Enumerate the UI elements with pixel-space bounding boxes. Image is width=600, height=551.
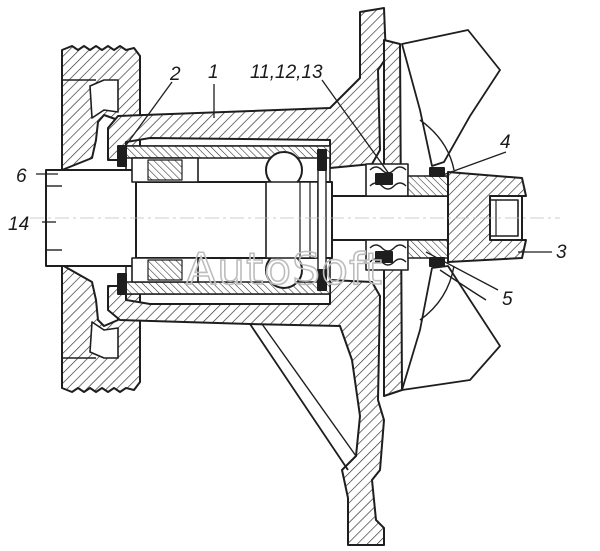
impeller-vane-upper [401,29,501,167]
callout-5: 5 [502,289,513,310]
callout-14: 14 [8,214,29,235]
callout-6: 6 [16,166,27,187]
callout-4: 4 [500,132,511,153]
watermark: AutoSoft [186,244,383,295]
callout-2: 2 [169,64,181,85]
inner-race [265,181,319,259]
leader-111213 [321,79,393,179]
leader-lines [36,79,552,291]
seal-ring-2 [117,145,127,167]
housing-upper-wall [107,7,387,169]
seal-assembly [365,163,449,271]
leader-4 [439,151,507,177]
bearing-outer-race-top [125,145,331,159]
impeller [401,29,527,391]
pulley [61,45,141,393]
impeller-vane-lower [401,265,501,391]
impeller-hub [447,171,527,263]
pulley-hub-recess [89,79,119,119]
ring-5 [407,239,449,259]
pulley-hub-recess-lower [89,321,119,359]
leader-2 [123,81,173,149]
callout-3: 3 [556,242,567,263]
sleeve-4 [407,175,449,197]
housing-lower-wall [107,279,385,546]
callout-1: 1 [208,62,219,83]
callout-111213: 11,12,13 [250,62,323,83]
bearing [117,145,331,295]
leader-5 [425,251,499,291]
